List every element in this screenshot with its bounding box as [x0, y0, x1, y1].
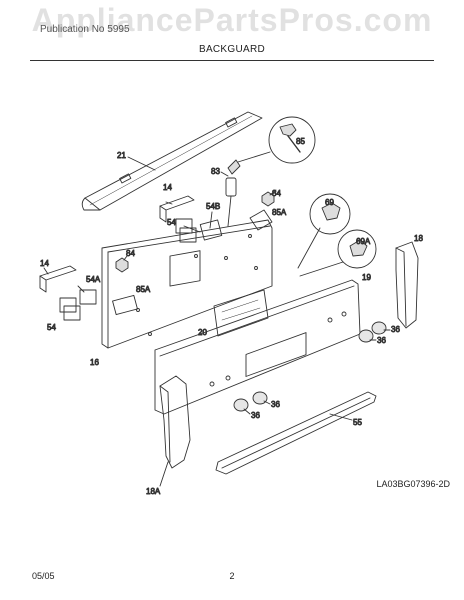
callout-19: 19	[362, 273, 371, 282]
callout-84-lower: 84	[126, 249, 135, 258]
callout-55: 55	[353, 418, 362, 427]
part-20-control-board	[213, 289, 269, 337]
callout-36-c: 36	[271, 400, 280, 409]
part-69A-screw-detail	[299, 229, 377, 277]
callout-18A: 18A	[146, 487, 161, 496]
part-upper-switch-bracket	[159, 195, 273, 243]
callout-54-upper: 54	[167, 218, 176, 227]
callout-16: 16	[90, 358, 99, 367]
callout-85: 85	[296, 137, 305, 146]
part-36-knobs	[233, 321, 391, 415]
callout-36-b: 36	[377, 336, 386, 345]
callout-85A-upper: 85A	[272, 208, 287, 217]
part-55-bottom-trim	[215, 391, 377, 475]
part-85-screw-detail	[237, 116, 316, 164]
callout-85A-lower: 85A	[136, 285, 151, 294]
callout-84-upper: 84	[272, 189, 281, 198]
callout-18: 18	[414, 234, 423, 243]
callout-54-lower: 54	[47, 323, 56, 332]
page-title: BACKGUARD	[198, 44, 266, 55]
part-83-harness-clip	[220, 159, 241, 227]
part-21-top-trim	[81, 111, 263, 211]
callout-36-d: 36	[251, 411, 260, 420]
callout-54A: 54A	[86, 275, 101, 284]
callout-69A: 69A	[356, 237, 371, 246]
footer-date: 05/05	[32, 571, 55, 581]
callout-14-upper: 14	[163, 183, 172, 192]
part-lower-switch-bracket	[39, 265, 138, 321]
part-84-nut-lower	[115, 255, 129, 273]
callout-36-a: 36	[391, 325, 400, 334]
callout-69: 69	[325, 198, 334, 207]
publication-number: Publication No 5995	[40, 24, 130, 35]
callout-14-lower: 14	[40, 259, 49, 268]
part-16-backguard-frame	[101, 219, 273, 349]
part-84-nut-upper	[261, 189, 277, 207]
part-18A-left-end-cap	[159, 375, 191, 487]
title-rule	[30, 60, 434, 61]
callout-83: 83	[211, 167, 220, 176]
callout-20: 20	[198, 328, 207, 337]
part-18-right-end-cap	[395, 241, 419, 329]
part-69-screw-detail	[297, 193, 351, 269]
callout-21: 21	[117, 151, 126, 160]
callout-54B: 54B	[206, 202, 220, 211]
footer-page-number: 2	[229, 571, 235, 581]
drawing-code: LA03BG07396-2D	[376, 479, 450, 489]
